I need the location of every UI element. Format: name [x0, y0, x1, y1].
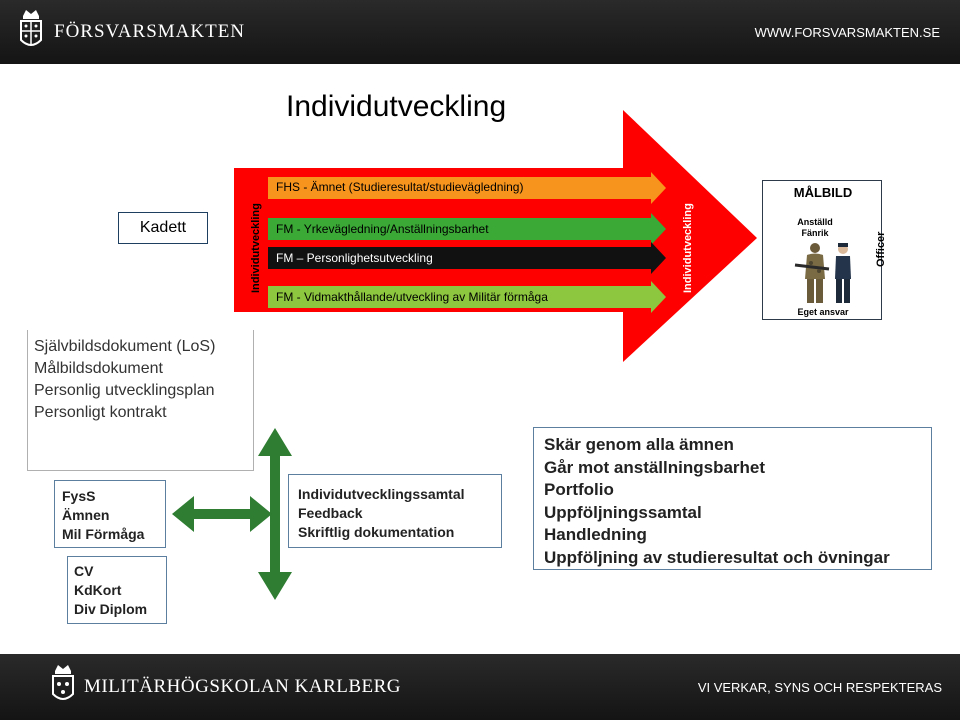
vertical-double-arrow	[258, 428, 292, 600]
track-arrow-lightgreen	[268, 281, 666, 313]
footer-slogan: VI VERKAR, SYNS OCH RESPEKTERAS	[697, 680, 942, 695]
logo-text: FÖRSVARSMAKTEN	[54, 21, 246, 42]
right-item: Handledning	[544, 525, 647, 545]
documents-box: Självbildsdokument (LoS) Målbildsdokumen…	[27, 330, 254, 471]
track-arrow-green	[268, 213, 666, 245]
track-label-fhs: FHS - Ämnet (Studieresultat/studievägled…	[276, 180, 524, 194]
right-item: Går mot anställningsbarhet	[544, 457, 766, 477]
horizontal-double-arrow	[172, 496, 272, 532]
right-item: Uppföljning av studieresultat och övning…	[544, 547, 890, 567]
kadett-box: Kadett	[118, 212, 208, 244]
cv-item: KdKort	[74, 582, 122, 598]
track-label-militar: FM - Vidmakthållande/utveckling av Milit…	[276, 290, 548, 304]
middle-item: Individutvecklingssamtal	[298, 486, 465, 502]
right-item: Portfolio	[544, 480, 614, 500]
fyss-item: Mil Förmåga	[62, 526, 145, 542]
soldier-figures-icon	[794, 243, 851, 303]
website-link[interactable]: WWW.FORSVARSMAKTEN.SE	[754, 25, 940, 40]
track-label-yrke: FM - Yrkevägledning/Anställningsbarhet	[276, 222, 489, 236]
track-arrow-black	[268, 242, 666, 274]
top-banner	[0, 0, 960, 64]
crown-crest-icon	[52, 665, 74, 700]
document-item: Målbildsdokument	[34, 360, 163, 377]
page-title: Individutveckling	[286, 90, 507, 123]
fyss-item: Ämnen	[62, 507, 110, 523]
fyss-box: FysS Ämnen Mil Förmåga	[54, 480, 166, 548]
middle-item: Skriftlig dokumentation	[298, 524, 455, 540]
fyss-item: FysS	[62, 488, 96, 504]
bottom-banner	[0, 654, 960, 720]
footer-logo-text: MILITÄRHÖGSKOLAN KARLBERG	[84, 676, 402, 697]
malbild-title: MÅLBILD	[793, 185, 853, 200]
track-arrow-orange	[268, 172, 666, 204]
malbild-anstalld: Anställd	[797, 217, 833, 227]
malbild-fanrik: Fänrik	[801, 228, 829, 238]
cv-item: CV	[74, 563, 94, 579]
middle-item: Feedback	[298, 505, 363, 521]
malbild-box: MÅLBILD Anställd Fänrik Officer Eget ans…	[762, 180, 887, 320]
right-box: Skär genom alla ämnen Går mot anställnin…	[533, 427, 932, 570]
document-item: Personlig utvecklingsplan	[34, 382, 215, 399]
right-item: Skär genom alla ämnen	[544, 435, 734, 454]
malbild-ansvar: Eget ansvar	[797, 307, 849, 317]
cv-item: Div Diplom	[74, 601, 148, 617]
document-item: Självbildsdokument (LoS)	[34, 338, 216, 355]
right-item: Uppföljningssamtal	[544, 502, 702, 522]
middle-box: Individutvecklingssamtal Feedback Skrift…	[288, 474, 502, 548]
cv-box: CV KdKort Div Diplom	[67, 556, 167, 624]
crown-crest-icon	[20, 10, 42, 46]
document-item: Personligt kontrakt	[34, 404, 167, 421]
track-label-personlighet: FM – Personlighetsutveckling	[276, 251, 433, 265]
